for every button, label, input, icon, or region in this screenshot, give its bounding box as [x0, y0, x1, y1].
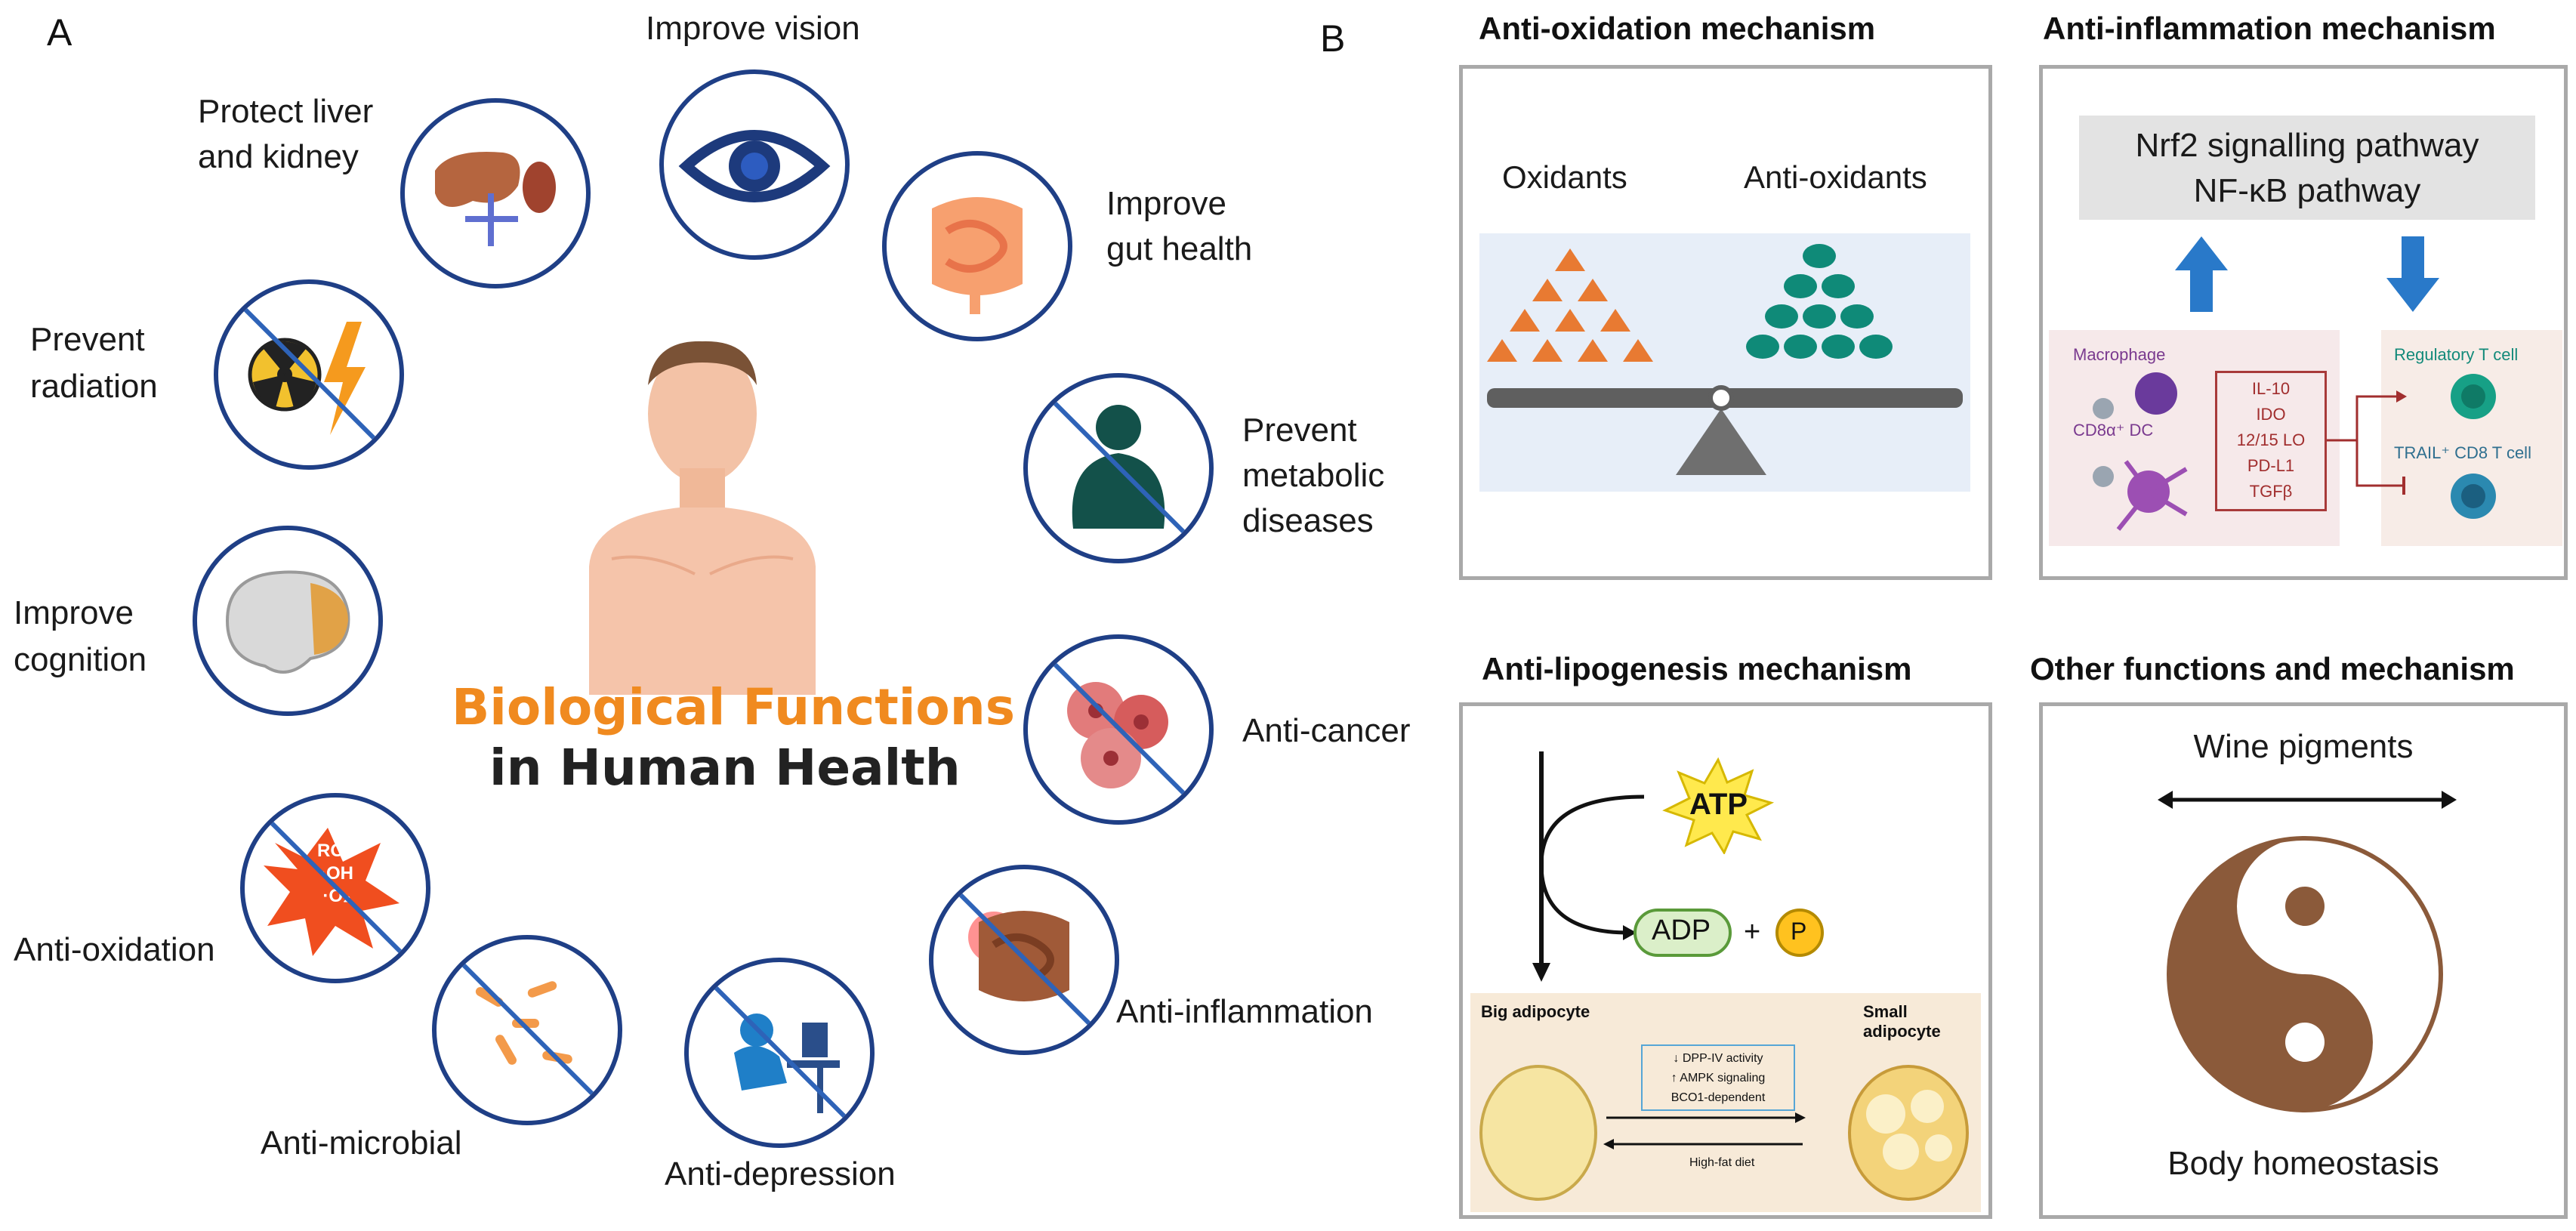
depression-circle [684, 958, 875, 1148]
label-prevent-metabolic-2: metabolic [1242, 457, 1385, 494]
macrophage-label: Macrophage [2073, 345, 2166, 364]
atp-burst-icon [1662, 757, 1775, 854]
label-anti-cancer: Anti-cancer [1242, 712, 1411, 749]
liver-circle [400, 98, 591, 288]
brain-icon [225, 570, 350, 674]
adp-pill [1634, 909, 1732, 957]
panel-b-letter: B [1320, 17, 1346, 60]
radiation-circle [214, 279, 404, 470]
oxidation-box: Oxidants Anti-oxidants [1459, 65, 1992, 580]
label-prevent-metabolic-3: diseases [1242, 502, 1374, 539]
human-body-icon [589, 341, 816, 695]
pathway-line2: NF-κB pathway [2193, 172, 2421, 209]
mediators-box: IL-10 IDO 12/15 LO PD-L1 TGFβ [2215, 371, 2327, 511]
mediator: PD-L1 [2247, 456, 2295, 475]
label-prevent-metabolic-1: Prevent [1242, 412, 1357, 449]
obese-person-icon [1072, 405, 1165, 529]
microbial-circle [432, 935, 622, 1125]
label-improve-cognition-2: cognition [14, 641, 147, 678]
mediator: TGFβ [2249, 482, 2293, 501]
vision-circle [659, 69, 850, 260]
wine-pigments-label: Wine pigments [2193, 728, 2414, 765]
eye-icon [678, 130, 831, 202]
label-improve-vision: Improve vision [646, 10, 860, 47]
label-protect-liver-1: Protect liver [198, 93, 374, 130]
ros-text-line: ROS [316, 841, 356, 861]
inflammation-box: Nrf2 signalling pathway NF-κB pathway Ma… [2039, 65, 2568, 580]
central-title-line2: in Human Health [489, 739, 961, 797]
label-anti-oxidation: Anti-oxidation [14, 931, 215, 968]
label-anti-microbial: Anti-microbial [261, 1125, 462, 1162]
lipogenesis-title: Anti-lipogenesis mechanism [1482, 651, 1912, 686]
diet-label: High-fat diet [1689, 1156, 1755, 1169]
mediator: 12/15 LO [2236, 430, 2306, 449]
radiation-icon [248, 322, 366, 435]
immune-cells-icon [2093, 372, 2188, 531]
oxidation-title: Anti-oxidation mechanism [1479, 11, 1876, 46]
panel-a-letter: A [47, 11, 72, 54]
inflammation-title: Anti-inflammation mechanism [2043, 11, 2496, 46]
cancer-cells-icon [1067, 682, 1168, 788]
mediator: IL-10 [2251, 379, 2291, 398]
balance-scale-icon [1479, 233, 1970, 492]
effects-box: ↓ DPP-IV activity ↑ AMPK signaling BCO1-… [1641, 1044, 1795, 1111]
effect: ↓ DPP-IV activity [1673, 1052, 1763, 1065]
gut-circle [882, 151, 1072, 341]
treg-label: Regulatory T cell [2394, 345, 2519, 364]
double-arrow-icon [2158, 791, 2457, 809]
big-adipocyte-label: Big adipocyte [1481, 1002, 1590, 1021]
inflammation-circle [929, 865, 1119, 1055]
ros-circle: ROS ·OH ·O₂ [240, 793, 430, 983]
trail-label: TRAIL⁺ CD8 T cell [2394, 443, 2531, 462]
yin-yang-icon [2167, 836, 2443, 1112]
other-box: Wine pigments Body homeostasis [2039, 702, 2568, 1219]
branch-arrow-icon [2327, 390, 2407, 495]
dc-label: CD8α⁺ DC [2073, 421, 2154, 440]
pathway-line1: Nrf2 signalling pathway [2135, 127, 2479, 164]
label-improve-gut-2: gut health [1106, 230, 1253, 267]
label-protect-liver-2: and kidney [198, 138, 359, 175]
label-prevent-radiation-2: radiation [30, 368, 158, 405]
cancer-circle [1023, 634, 1214, 825]
plus-label: + [1744, 916, 1761, 948]
metabolic-circle [1023, 373, 1214, 563]
body-homeostasis-label: Body homeostasis [2167, 1145, 2439, 1182]
mediator: IDO [2256, 405, 2286, 424]
central-title-line1: Biological Functions [452, 678, 1016, 736]
atp-label: ATP [1689, 788, 1748, 821]
antioxidants-label: Anti-oxidants [1744, 159, 1927, 195]
lipogenesis-box: ATP ADP + P Big adipocyte Small adipocyt… [1459, 702, 1992, 1219]
phosphate-circle [1775, 909, 1824, 957]
tcells-icon [2451, 374, 2496, 519]
label-prevent-radiation-1: Prevent [30, 321, 145, 358]
label-improve-gut-1: Improve [1106, 185, 1226, 222]
small-adipocyte-label: Small adipocyte [1863, 1002, 1941, 1041]
effect: ↑ AMPK signaling [1671, 1072, 1766, 1084]
label-anti-depression: Anti-depression [665, 1155, 896, 1192]
up-down-arrows-icon [2175, 236, 2439, 312]
ros-text: ROS ·OH ·O₂ [299, 840, 375, 908]
label-improve-cognition-1: Improve [14, 594, 134, 631]
cognition-circle [193, 526, 383, 716]
ros-text-line: ·OH [320, 863, 353, 884]
label-anti-inflammation: Anti-inflammation [1116, 993, 1373, 1030]
intestine-icon [932, 197, 1023, 314]
pathway-box [2079, 116, 2535, 220]
reaction-arrow-icon [1532, 751, 1645, 982]
effect: BCO1-dependent [1671, 1091, 1766, 1104]
adipocytes-icon [1479, 1065, 1969, 1201]
liver-kidney-icon [435, 152, 556, 246]
ros-burst-icon [264, 828, 400, 956]
oxidants-label: Oxidants [1502, 159, 1627, 195]
phosphate-label: P [1791, 918, 1807, 945]
other-title: Other functions and mechanism [2030, 651, 2515, 686]
adp-label: ADP [1652, 915, 1711, 946]
